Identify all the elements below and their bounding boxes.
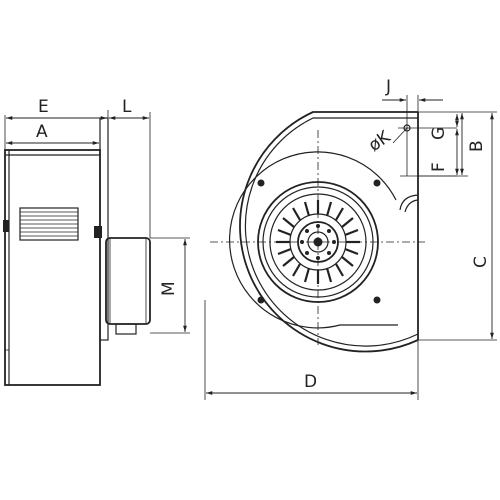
screw-bottom-left <box>257 296 265 304</box>
scroll-outer <box>239 111 419 353</box>
side-housing <box>4 149 101 386</box>
side-view: E A L M <box>3 97 190 386</box>
side-outlet-grille <box>19 207 79 241</box>
label-D: D <box>304 372 317 392</box>
screw-top-left <box>257 179 265 187</box>
impeller-outer <box>269 193 367 291</box>
label-J: J <box>385 77 391 97</box>
label-C: C <box>471 256 491 268</box>
label-A: A <box>36 122 48 142</box>
front-view: J øK G F B C D <box>204 77 497 400</box>
label-B: B <box>467 140 487 152</box>
side-latch-right <box>94 226 102 238</box>
label-E: E <box>38 97 49 117</box>
impeller-blades <box>276 200 360 284</box>
screw-top-right <box>373 179 381 187</box>
motor-terminal <box>115 323 137 335</box>
impeller-hub <box>297 221 339 263</box>
hub-holes <box>300 224 336 260</box>
inlet-ring <box>257 181 379 303</box>
outlet-lip <box>399 194 419 211</box>
shaft-ring <box>307 231 329 253</box>
scroll-inner <box>244 117 419 347</box>
shaft <box>313 237 323 247</box>
inner-plate <box>228 151 398 329</box>
label-G: G <box>429 127 449 140</box>
impeller-hub-ring <box>289 213 347 271</box>
label-K: øK <box>365 127 395 156</box>
label-L: L <box>122 97 132 117</box>
side-latch-left <box>3 220 9 232</box>
screw-bottom-right <box>373 296 381 304</box>
label-F: F <box>429 162 449 172</box>
label-M: M <box>159 281 179 296</box>
side-motor <box>105 237 151 325</box>
